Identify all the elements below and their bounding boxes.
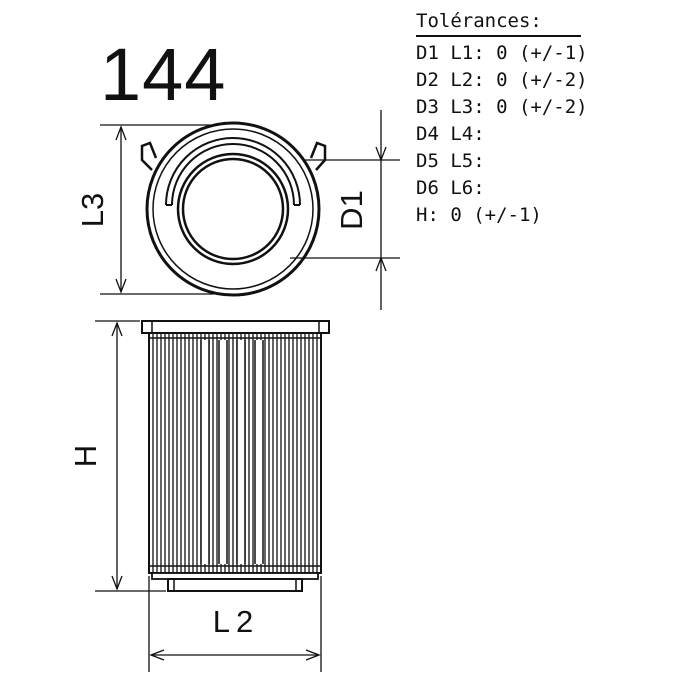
pleated-body bbox=[148, 332, 322, 574]
arc-slot-inner bbox=[171, 143, 295, 206]
dimension-label-h: H bbox=[68, 445, 103, 467]
top-cap bbox=[141, 320, 330, 334]
dimension-label-d1: D1 bbox=[334, 190, 369, 230]
tolerance-underline bbox=[416, 35, 581, 37]
tolerance-line-h: H: 0 (+/-1) bbox=[416, 204, 542, 226]
tolerance-line-d1-l1: D1 L1: 0 (+/-1) bbox=[416, 42, 588, 64]
h-dimension bbox=[95, 320, 166, 592]
tolerance-title: Tolérances: bbox=[416, 10, 542, 32]
tolerance-line-d2-l2: D2 L2: 0 (+/-2) bbox=[416, 69, 588, 91]
tolerance-line-d5-l5: D5 L5: bbox=[416, 150, 485, 172]
l2-dimension bbox=[148, 576, 322, 672]
d1-dimension bbox=[290, 110, 400, 310]
dimension-label-l3: L3 bbox=[75, 193, 110, 227]
tolerance-table: Tolérances: D1 L1: 0 (+/-1) D2 L2: 0 (+/… bbox=[416, 8, 631, 229]
part-number: 144 bbox=[100, 33, 227, 116]
outer-rim-inner bbox=[152, 128, 314, 290]
left-clip bbox=[140, 141, 158, 171]
bottom-spigot bbox=[167, 578, 303, 592]
right-clip bbox=[309, 141, 327, 171]
side-view bbox=[141, 320, 330, 592]
inner-hole bbox=[181, 157, 285, 261]
outer-rim bbox=[145, 121, 321, 297]
inner-hole-outer bbox=[176, 152, 290, 266]
top-view bbox=[140, 121, 327, 297]
tolerance-line-d6-l6: D6 L6: bbox=[416, 177, 485, 199]
tolerance-line-d3-l3: D3 L3: 0 (+/-2) bbox=[416, 96, 588, 118]
arc-slot-outer bbox=[165, 137, 301, 206]
l3-dimension bbox=[100, 124, 214, 295]
dimension-label-l2: L2 bbox=[213, 604, 259, 639]
tolerance-line-d4-l4: D4 L4: bbox=[416, 123, 485, 145]
